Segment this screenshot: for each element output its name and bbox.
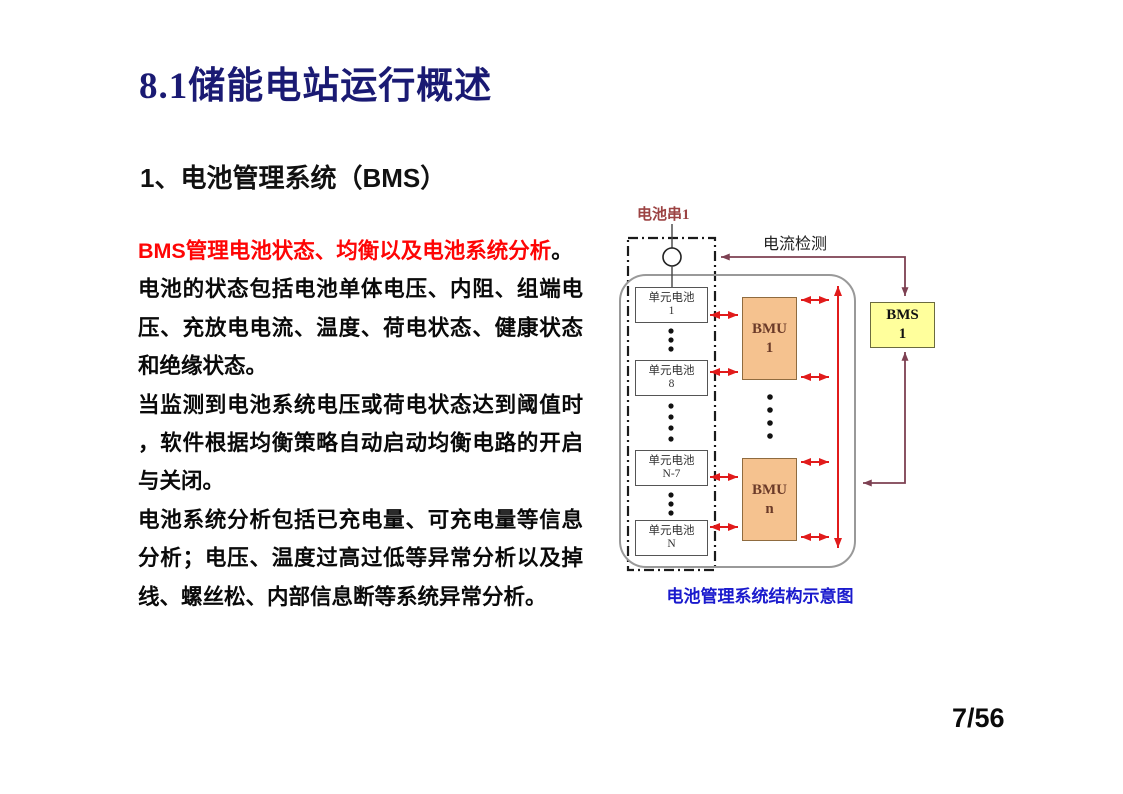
unit-cell-label: 单元电池: [648, 455, 695, 467]
unit-cell-number: 1: [668, 305, 675, 317]
string-terminal-node: [662, 247, 682, 267]
bmu-number: n: [765, 500, 774, 517]
unit-cell-label: 单元电池: [648, 525, 695, 537]
bmu-1-box: BMU 1: [742, 297, 797, 380]
unit-cell-n7: 单元电池 N-7: [635, 450, 708, 486]
bms-number: 1: [898, 326, 907, 342]
bms-structure-diagram: 电池串1 电流检测 单元电池 1 单元电池 8 单元电池 N-7 单元电池 N …: [615, 200, 945, 612]
page-title: 8.1储能电站运行概述: [139, 66, 493, 107]
diagram-linework: [619, 224, 909, 572]
current-detection-label: 电流检测: [763, 236, 828, 253]
paragraph-battery-states: 电池的状态包括电池单体电压、内阻、组端电压、充放电电流、温度、荷电状态、健康状态…: [138, 277, 583, 379]
bmu-number: 1: [765, 339, 774, 356]
unit-cell-number: N: [667, 538, 676, 550]
current-detection-line: [721, 253, 909, 296]
section-heading: 1、电池管理系统（BMS）: [140, 163, 447, 193]
bms-feedback-line: [863, 352, 909, 487]
battery-string-label: 电池串1: [637, 207, 690, 223]
unit-cell-n: 单元电池 N: [635, 520, 708, 556]
bmu-n-box: BMU n: [742, 458, 797, 541]
highlighted-text: BMS管理电池状态、均衡以及电池系统分析: [138, 239, 552, 263]
bms-box: BMS 1: [870, 302, 935, 348]
body-text: BMS管理电池状态、均衡以及电池系统分析。 电池的状态包括电池单体电压、内阻、组…: [138, 232, 583, 616]
unit-cell-label: 单元电池: [648, 365, 695, 377]
bmu-label: BMU: [752, 320, 787, 337]
paragraph-bms-intro: BMS管理电池状态、均衡以及电池系统分析。: [138, 232, 583, 270]
diagram-caption: 电池管理系统结构示意图: [666, 587, 854, 606]
unit-cell-number: N-7: [662, 468, 681, 480]
paragraph-analysis: 电池系统分析包括已充电量、可充电量等信息分析；电压、温度过高过低等异常分析以及掉…: [138, 507, 583, 609]
page-number: 7/56: [952, 703, 1005, 733]
unit-cell-1: 单元电池 1: [635, 287, 708, 323]
unit-cell-number: 8: [668, 378, 675, 390]
paragraph-balancing: 当监测到电池系统电压或荷电状态达到阈值时，软件根据均衡策略自动启动均衡电路的开启…: [138, 392, 583, 494]
unit-cell-8: 单元电池 8: [635, 360, 708, 396]
bms-label: BMS: [886, 307, 919, 323]
unit-cell-label: 单元电池: [648, 292, 695, 304]
highlight-tail: 。: [551, 239, 573, 263]
bmu-label: BMU: [752, 481, 787, 498]
